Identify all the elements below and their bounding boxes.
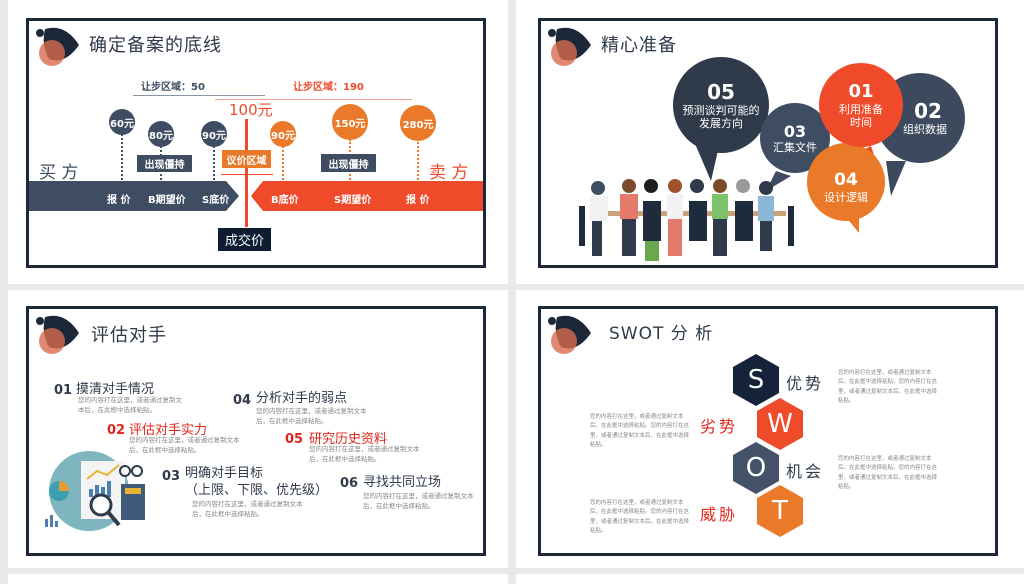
price-circle: 150元 bbox=[332, 104, 368, 140]
hex-o: O bbox=[733, 442, 779, 494]
price-circle: 60元 bbox=[109, 109, 135, 135]
item-number: 03 bbox=[162, 469, 181, 484]
threats-desc: 您的内容打在这里，或者通过复制文本后，在此框中选择粘贴。您的内容打在这里，或者通… bbox=[590, 500, 690, 535]
seller-range-line bbox=[215, 99, 412, 100]
item-title: 研究历史资料 bbox=[309, 432, 388, 447]
label-opportunities: 机会 bbox=[786, 462, 825, 481]
item-number: 06 bbox=[340, 476, 359, 491]
analysis-illustration bbox=[45, 451, 145, 531]
buyer-arrow-bar bbox=[29, 181, 239, 211]
meeting-people-illustration bbox=[579, 179, 794, 261]
price-circle: 90元 bbox=[201, 121, 227, 147]
stalemate-label: 出现僵持 bbox=[321, 154, 376, 172]
bar-label: 报 价 bbox=[406, 195, 430, 206]
item-number: 02 bbox=[107, 423, 126, 438]
slide-evaluate-opponent[interactable]: 评估对手 01 摸清对手情况 您的内容打在这里，或者通过复制文本后，在此框中选择… bbox=[26, 306, 486, 556]
seller-concession: 让步区域：190 bbox=[293, 82, 364, 93]
item-desc: 您的内容打在这里，或者通过复制文本后，在此框中选择粘贴。 bbox=[363, 492, 474, 511]
bargain-zone-label: 议价区域 bbox=[222, 150, 271, 168]
item-desc: 您的内容打在这里，或者通过复制文本后，在此框中选择粘贴。 bbox=[192, 500, 303, 519]
item-number: 01 bbox=[54, 383, 73, 398]
seller-arrow-bar bbox=[251, 181, 483, 211]
stalemate-label: 出现僵持 bbox=[137, 155, 192, 172]
hex-t: T bbox=[757, 485, 803, 537]
price-circle: 80元 bbox=[148, 121, 174, 147]
buyer-concession: 让步区域：50 bbox=[141, 82, 205, 93]
slide-bottom-line[interactable]: 确定备案的底线 让步区域：50 让步区域：190 100元 60元 80元 90… bbox=[26, 18, 486, 268]
buyer-label: 买 方 bbox=[39, 163, 79, 183]
bar-label: B期望价 bbox=[148, 195, 186, 206]
slide-title: 精心准备 bbox=[601, 35, 677, 56]
item-title: 评估对手实力 bbox=[129, 423, 208, 438]
price-circle: 280元 bbox=[400, 105, 436, 141]
label-threats: 威胁 bbox=[700, 505, 739, 524]
bar-label: 报 价 bbox=[107, 195, 131, 206]
item-desc: 您的内容打在这里，或者通过复制文本后，在此框中选择粘贴。 bbox=[256, 407, 367, 426]
item-number: 05 bbox=[285, 432, 304, 447]
label-weaknesses: 劣势 bbox=[700, 417, 739, 436]
item-title: 明确对手目标 bbox=[185, 466, 264, 481]
bar-label: S期望价 bbox=[334, 195, 372, 206]
item-number: 04 bbox=[233, 393, 252, 408]
buyer-range-line bbox=[133, 95, 265, 96]
slide-swot[interactable]: SWOT 分 析 S W O T 优势 劣势 机会 威胁 您的内容打在这里，或者… bbox=[538, 306, 998, 556]
deal-line bbox=[245, 119, 248, 227]
deal-price: 100元 bbox=[229, 101, 273, 119]
slide-title: 评估对手 bbox=[91, 325, 167, 346]
logo-icon bbox=[548, 315, 591, 354]
bargain-range bbox=[221, 174, 273, 175]
logo-icon bbox=[36, 315, 79, 354]
price-circle: 90元 bbox=[270, 121, 296, 147]
hex-w: W bbox=[757, 398, 803, 450]
strengths-desc: 您的内容打在这里，或者通过复制文本后，在此框中选择粘贴。您的内容打在这里，或者通… bbox=[838, 370, 938, 405]
item-desc: 您的内容打在这里，或者通过复制文本后，在此框中选择粘贴。 bbox=[309, 445, 420, 464]
item-desc: 您的内容打在这里，或者通过复制文本后，在此框中选择粘贴。 bbox=[129, 436, 240, 455]
slide-title: 确定备案的底线 bbox=[89, 35, 222, 56]
item-title: 分析对手的弱点 bbox=[256, 391, 348, 406]
item-desc: 您的内容打在这里，或者通过复制文本后，在此框中选择粘贴。 bbox=[78, 396, 182, 415]
slide-title: SWOT 分 析 bbox=[609, 324, 714, 344]
label-strengths: 优势 bbox=[786, 374, 825, 393]
logo-icon bbox=[548, 27, 591, 66]
bar-label: S底价 bbox=[202, 195, 230, 206]
weaknesses-desc: 您的内容打在这里，或者通过复制文本后，在此框中选择粘贴。您的内容打在这里，或者通… bbox=[590, 414, 690, 449]
seller-label: 卖 方 bbox=[429, 163, 469, 183]
bar-label: B底价 bbox=[271, 195, 299, 206]
opportunities-desc: 您的内容打在这里，或者通过复制文本后，在此框中选择粘贴。您的内容打在这里，或者通… bbox=[838, 456, 938, 491]
hex-s: S bbox=[733, 354, 779, 406]
deal-price-box: 成交价 bbox=[218, 228, 271, 251]
item-subtitle: （上限、下限、优先级） bbox=[185, 483, 329, 498]
item-title: 摸清对手情况 bbox=[76, 382, 155, 397]
logo-icon bbox=[36, 27, 79, 66]
item-title: 寻找共同立场 bbox=[363, 475, 442, 490]
